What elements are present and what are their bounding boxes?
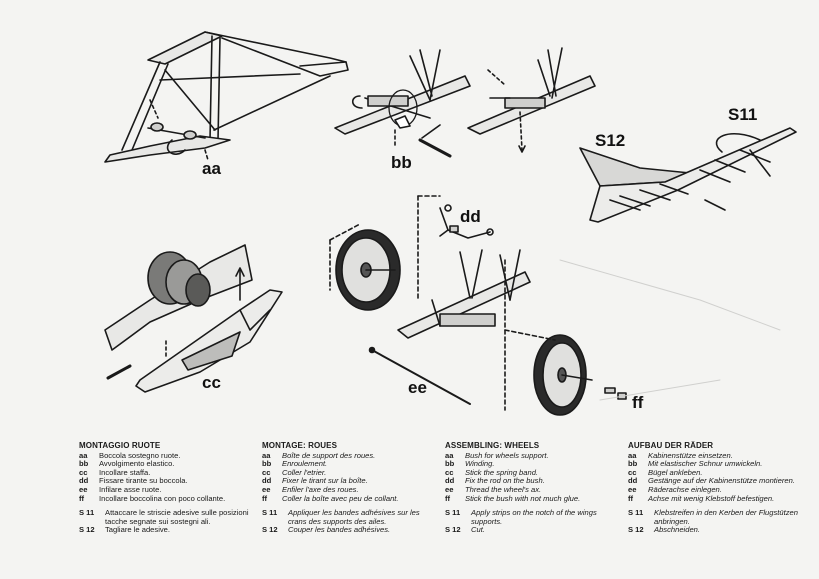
frame-skid-drawing — [104, 31, 349, 163]
wheel-right-drawing — [504, 329, 627, 416]
bushing-drawing — [467, 47, 596, 153]
wing-support-drawing — [579, 127, 797, 223]
label-s11: S11 — [728, 105, 757, 124]
assembly-illustrations: aa bb cc dd ee ff S11 S12 — [104, 31, 797, 416]
column-title: MONTAGE: ROUES — [262, 441, 338, 450]
column-title: ASSEMBLING: WHEELS — [445, 441, 540, 450]
column-title: MONTAGGIO RUOTE — [79, 441, 161, 450]
landing-gear-drawing — [397, 195, 531, 411]
label-aa: aa — [202, 159, 221, 178]
label-s12: S12 — [595, 131, 625, 150]
winding-drawing — [334, 49, 471, 158]
label-dd: dd — [460, 207, 481, 226]
background-outline — [559, 259, 781, 401]
column-title: AUFBAU DER RÄDER — [628, 441, 714, 450]
label-bb: bb — [391, 153, 412, 172]
wheel-left-drawing — [329, 223, 401, 311]
axle-pin-drawing — [368, 346, 471, 405]
label-ee: ee — [408, 378, 427, 397]
label-cc: cc — [202, 373, 221, 392]
spring-band-drawing — [104, 244, 283, 393]
label-ff: ff — [632, 393, 644, 412]
